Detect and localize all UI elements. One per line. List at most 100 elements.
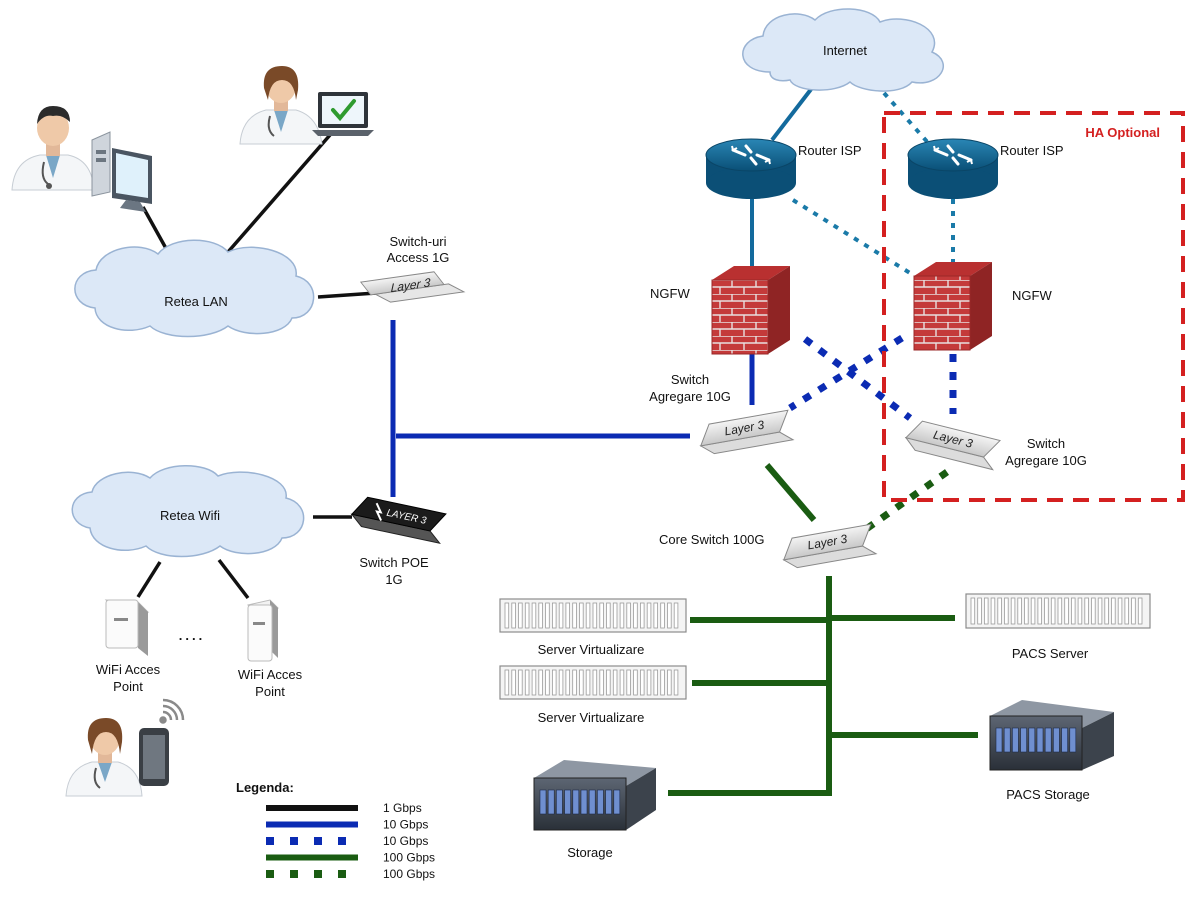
rack-slot [653, 602, 659, 629]
retea-wifi-label: Retea Wifi [160, 508, 220, 523]
rack-slot [1137, 597, 1143, 625]
rack-slot [1097, 597, 1103, 625]
ha-optional-label: HA Optional [1085, 125, 1160, 140]
rack-slot [640, 602, 645, 629]
poe-switch-icon: LAYER 3 [350, 496, 447, 544]
rack-slot [579, 602, 584, 629]
rack-slot [558, 602, 564, 629]
rack-slot [511, 669, 516, 696]
rack-slot [970, 597, 976, 625]
doctor-2-icon [239, 66, 323, 145]
rack-slot [1017, 597, 1022, 625]
wifi-ap-2-label-1: WiFi Acces [238, 667, 303, 682]
agg-switch-2-icon: Layer 3 [904, 420, 1001, 471]
rack-slot [673, 602, 679, 629]
rack-slot [518, 602, 523, 629]
rack-slot [585, 669, 591, 696]
legend-label-2: 10 Gbps [383, 834, 428, 848]
rack-slot [1030, 597, 1036, 625]
drive-bay [572, 789, 580, 815]
rack-slot [558, 669, 564, 696]
ngfw-2-label: NGFW [1012, 288, 1052, 303]
ha-optional-group: HA Optional [882, 111, 1185, 502]
wifi-ap-1-icon [104, 599, 150, 656]
rack-slot [565, 669, 571, 696]
rack-slot [599, 669, 604, 696]
wifi-ap-1-label-1: WiFi Acces [96, 662, 161, 677]
rack-slot [592, 602, 598, 629]
rack-slot [585, 602, 591, 629]
drive-bay [995, 727, 1003, 753]
ap-ellipsis: .... [179, 628, 205, 643]
rack-slot [1104, 597, 1109, 625]
access-switch-layer3: Layer 3 [390, 275, 430, 295]
rack-slot [524, 669, 530, 696]
server-virt-2-icon [499, 665, 687, 700]
drive-bay [597, 789, 604, 815]
legend-label-4: 100 Gbps [383, 867, 435, 881]
link-agg1-core [764, 463, 817, 522]
drive-bay [1061, 727, 1068, 753]
rack-slot [531, 669, 537, 696]
rack-slot [646, 602, 652, 629]
laptop-icon [312, 92, 374, 136]
rack-slot [572, 602, 577, 629]
drive-bay [1003, 727, 1011, 753]
core-switch-label: Core Switch 100G [659, 532, 765, 547]
pacs-server-label: PACS Server [1012, 646, 1089, 661]
retea-wifi-cloud: Retea Wifi [71, 465, 305, 558]
legend-label-1: 10 Gbps [383, 818, 428, 832]
drive-bay [1069, 727, 1077, 753]
server-virt-2-label: Server Virtualizare [538, 710, 645, 725]
router-isp-2-label: Router ISP [1000, 143, 1064, 158]
rack-slot [1037, 597, 1043, 625]
drive-bay [613, 789, 621, 815]
drive-bay [605, 789, 612, 815]
rack-slot [1010, 597, 1016, 625]
rack-slot [1024, 597, 1029, 625]
rack-slot [504, 602, 510, 629]
core-switch-layer3: Layer 3 [806, 532, 848, 553]
legend-title: Legenda: [236, 780, 294, 795]
rack-slot [545, 602, 550, 629]
drive-bay [556, 789, 563, 815]
link-wifi-ap1 [136, 561, 162, 598]
link-wifi-ap2 [217, 558, 250, 600]
rack-slot [1111, 597, 1116, 625]
server-virt-1-icon [499, 598, 687, 633]
drive-bay [1036, 727, 1044, 753]
agg-switch-1-label-2: Agregare 10G [649, 389, 731, 404]
legend-label-0: 1 Gbps [383, 801, 422, 815]
rack-slot [619, 669, 625, 696]
link-internet-router1 [770, 86, 814, 142]
ngfw-1-label: NGFW [650, 286, 690, 301]
rack-slot [633, 669, 638, 696]
link-lan-access-switch [317, 291, 377, 299]
tablet-icon [139, 728, 169, 786]
rack-slot [1057, 597, 1063, 625]
rack-slot [977, 597, 982, 625]
drive-bay [547, 789, 555, 815]
rack-slot [531, 602, 537, 629]
rack-slot [660, 669, 665, 696]
drive-bay [1020, 727, 1027, 753]
ha-optional-border [882, 111, 1185, 502]
rack-slot [990, 597, 996, 625]
rack-slot [1044, 597, 1049, 625]
link-ngfw2-agg1-dotted [788, 335, 904, 411]
rack-slot [626, 669, 631, 696]
access-switch-label-2: Access 1G [387, 250, 450, 265]
server-virt-1-label: Server Virtualizare [538, 642, 645, 657]
router-isp-1 [705, 138, 797, 199]
rack-slot [545, 669, 550, 696]
pacs-storage-icon [989, 700, 1114, 771]
link-lan-desktop [141, 206, 170, 253]
drive-bay [1053, 727, 1060, 753]
wifi-signal-icon [159, 698, 185, 724]
internet-label: Internet [823, 43, 867, 58]
agg-switch-1-label-1: Switch [671, 372, 709, 387]
rack-slot [606, 602, 611, 629]
doctor-3-icon [65, 718, 143, 797]
